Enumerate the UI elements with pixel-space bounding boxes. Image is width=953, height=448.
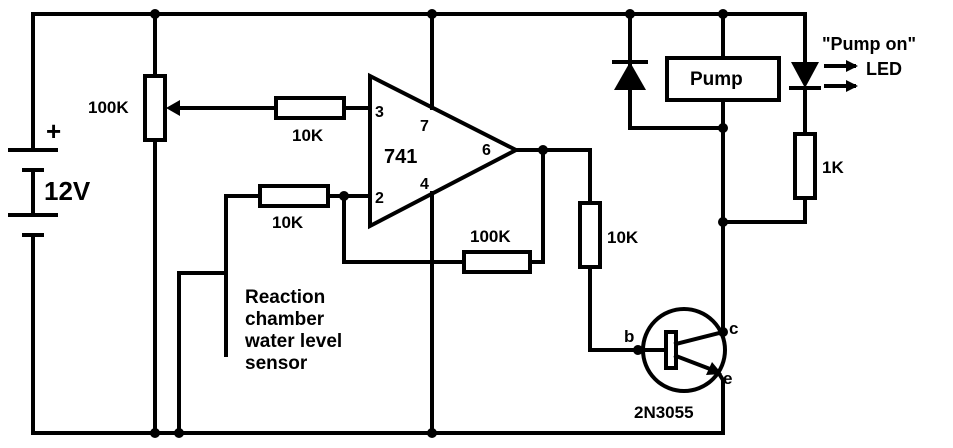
pin2-label: 2: [375, 190, 384, 207]
battery-plus-label: +: [46, 116, 61, 146]
opamp-label: 741: [384, 146, 417, 168]
resistor-feedback-label: 100K: [470, 227, 511, 246]
led-label: LED: [866, 59, 902, 79]
pump-label: Pump: [690, 69, 743, 90]
pin6-label: 6: [482, 142, 491, 159]
battery-voltage-label: 12V: [44, 176, 91, 206]
potentiometer: [143, 12, 278, 435]
pin4-label: 4: [420, 176, 429, 193]
resistor-feedback: [342, 148, 545, 274]
sensor-label-line4: sensor: [245, 353, 308, 374]
resistor-base: [514, 148, 640, 352]
pot-wiper-arrow: [166, 100, 180, 116]
pump-section: [612, 12, 781, 334]
led-diode: [791, 62, 819, 88]
junctions: [150, 9, 728, 438]
power-rails: [31, 12, 807, 435]
battery: [8, 136, 58, 252]
pin-e-label: e: [723, 369, 732, 388]
resistor-input-bottom: [224, 184, 372, 357]
pot-label: 100K: [88, 98, 129, 117]
sensor-label-line2: chamber: [245, 309, 325, 330]
resistor-input-bottom-label: 10K: [272, 213, 304, 232]
pin3-label: 3: [375, 104, 384, 121]
water-level-sensor: [177, 271, 228, 435]
pin-b-label: b: [624, 327, 634, 346]
op-amp: [368, 12, 521, 435]
sensor-label-line3: water level: [244, 331, 342, 352]
pump-on-label: "Pump on": [822, 34, 916, 54]
resistor-led-label: 1K: [822, 158, 844, 177]
resistor-input-top-label: 10K: [292, 126, 324, 145]
sensor-label-line1: Reaction: [245, 287, 325, 308]
transistor-label: 2N3055: [634, 403, 694, 422]
pin-c-label: c: [729, 319, 738, 338]
flyback-diode: [614, 62, 646, 90]
resistor-base-label: 10K: [607, 228, 639, 247]
resistor-input-top: [274, 96, 372, 120]
pin7-label: 7: [420, 118, 429, 135]
led-branch: [721, 60, 858, 224]
